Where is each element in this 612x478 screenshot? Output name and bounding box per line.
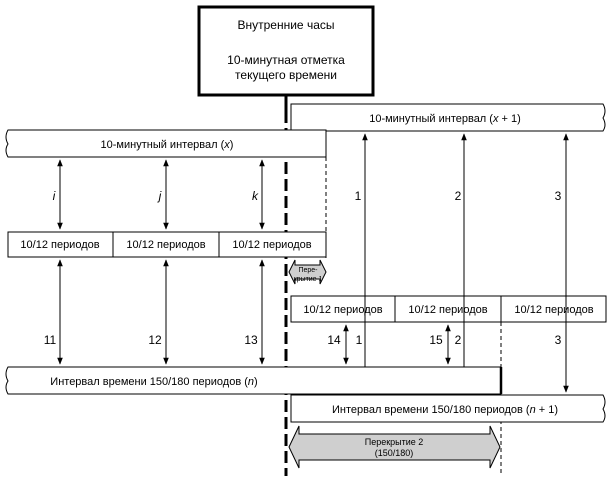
period-to-span-n-arrows: 11 12 13 <box>44 259 265 365</box>
clock-line-2: текущего времени <box>235 68 337 82</box>
interval-to-period-arrows: i j k <box>53 159 265 230</box>
span-n-bar: Интервал времени 150/180 периодов (n) <box>5 366 502 395</box>
arrow-label-2: 2 <box>455 189 462 203</box>
clock-line-1: 10-минутная отметка <box>227 53 345 67</box>
overlap-2-line-2: (150/180) <box>375 448 414 458</box>
span-n-plus-1-bar: Интервал времени 150/180 периодов (n + 1… <box>290 394 606 423</box>
arrow-label-k: k <box>252 189 259 203</box>
internal-clock-box: Внутренние часы 10-минутная отметка теку… <box>197 5 375 97</box>
period-to-span-n1-arrows: 14 15 <box>327 324 451 365</box>
interval-x-plus-1-label: 10-минутный интервал (x + 1) <box>369 113 521 125</box>
arrow-label-3b: 3 <box>555 333 562 347</box>
overlap-1-line-2: крытие 1 <box>294 276 323 283</box>
period-cell-label: 10/12 периодов <box>126 239 205 251</box>
period-cell-label: 10/12 периодов <box>303 304 382 316</box>
interval-x-bar: 10-минутный интервал (x) <box>5 129 327 158</box>
arrow-label-14: 14 <box>327 333 341 347</box>
arrow-label-1: 1 <box>355 189 362 203</box>
overlap-1-arrow: Пере- крытие 1 <box>288 259 327 285</box>
arrow-label-13: 13 <box>244 333 258 347</box>
period-cell-label: 10/12 периодов <box>514 304 593 316</box>
period-cell-label: 10/12 периодов <box>232 239 311 251</box>
span-n-label: Интервал времени 150/180 периодов (n) <box>50 376 257 388</box>
overlap-1-line-1: Пере- <box>298 267 318 274</box>
period-cell-label: 10/12 периодов <box>408 304 487 316</box>
period-cell-label: 10/12 периодов <box>20 239 99 251</box>
arrow-label-15: 15 <box>429 333 443 347</box>
interval-x-label: 10-минутный интервал (x) <box>101 139 234 151</box>
arrow-label-12: 12 <box>148 333 162 347</box>
overlap-2-arrow: Перекрытие 2 (150/180) <box>288 425 501 469</box>
clock-title: Внутренние часы <box>238 18 335 32</box>
arrow-label-j: j <box>157 189 162 203</box>
interval-x-plus-1-bar: 10-минутный интервал (x + 1) <box>290 103 606 132</box>
arrow-label-11: 11 <box>44 333 57 347</box>
arrow-label-3: 3 <box>555 189 562 203</box>
left-periods-row: 10/12 периодов 10/12 периодов 10/12 пери… <box>7 231 327 258</box>
overlap-2-line-1: Перекрытие 2 <box>365 437 424 447</box>
arrow-label-i: i <box>53 189 56 203</box>
interval-x1-to-span-arrows: 1 2 3 1 2 3 <box>355 133 569 393</box>
span-n-plus-1-label: Интервал времени 150/180 периодов (n + 1… <box>332 404 558 416</box>
arrow-label-2b: 2 <box>455 333 462 347</box>
arrow-label-1b: 1 <box>356 333 363 347</box>
right-periods-row: 10/12 периодов 10/12 периодов 10/12 пери… <box>290 295 607 323</box>
